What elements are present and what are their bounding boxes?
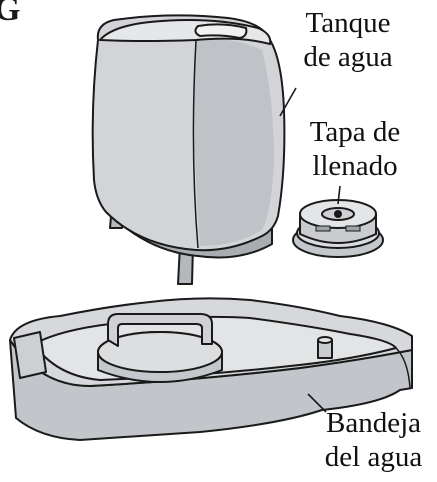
- tank-callout-line1: Tanque: [305, 7, 391, 39]
- tray-callout-line1: Bandeja: [325, 407, 421, 439]
- tray-leader-line: [307, 393, 327, 413]
- water-tank: [91, 14, 286, 285]
- leader-lines: [279, 87, 341, 413]
- tank-callout: Tanque de agua: [282, 6, 414, 74]
- fill-cap: [292, 199, 384, 258]
- tank-callout-line2: de agua: [303, 41, 393, 73]
- fill-cap-callout-line2: llenado: [312, 150, 398, 182]
- water-tray: [9, 297, 413, 441]
- fill-cap-callout-line1: Tapa de: [309, 116, 401, 148]
- fill-cap-callout: Tapa de llenado: [286, 115, 424, 183]
- cap-leader-line: [337, 185, 341, 205]
- tank-leader-line: [279, 87, 297, 117]
- tray-callout-line2: del agua: [324, 441, 423, 473]
- step-marker: G: [0, 0, 20, 28]
- tray-callout: Bandeja del agua: [310, 406, 437, 474]
